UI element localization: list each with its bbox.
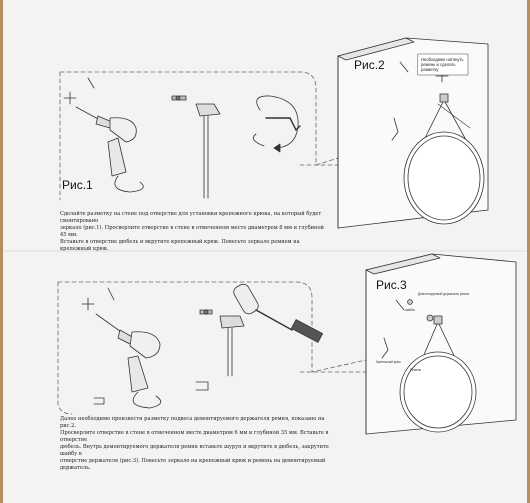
note-washer: шайба bbox=[405, 308, 415, 312]
instructions-bottom: Далее необходимо произвести разметку под… bbox=[60, 416, 330, 472]
hook-fig3 bbox=[381, 337, 389, 359]
holder-detail-fig3 bbox=[407, 299, 434, 322]
instruction-line: Просверлите отверстие в стене в отмеченн… bbox=[60, 430, 329, 443]
pencil-3 bbox=[107, 287, 115, 301]
bottom-dashed-frame bbox=[57, 281, 367, 415]
bracket-fig3a bbox=[93, 397, 105, 405]
crosshair-mark-1 bbox=[63, 91, 77, 105]
bracket-fig3b bbox=[195, 381, 209, 391]
note-strap: Ремень bbox=[410, 368, 422, 372]
drill-fig1 bbox=[75, 106, 144, 193]
callout-box-fig2 bbox=[417, 53, 469, 76]
hook-rotate-fig1 bbox=[252, 95, 301, 153]
instruction-line: зеркало (рис.1). Просверлите отверстие в… bbox=[60, 225, 324, 238]
top-dashed-frame bbox=[59, 71, 339, 201]
callout-text-fig2: Необходимо натянуть ремень и сделать раз… bbox=[421, 57, 464, 72]
crosshair-mark-3 bbox=[81, 297, 95, 311]
dowel-fig3 bbox=[199, 309, 213, 315]
callout-line: Необходимо натянуть bbox=[421, 57, 464, 62]
hook-fig2 bbox=[391, 117, 399, 141]
note-holder: Демонтируемый держатель ремня bbox=[418, 292, 470, 296]
drill-fig3 bbox=[95, 313, 162, 409]
mirror-fig2 bbox=[403, 93, 485, 225]
note-hook: Крепежный крюк bbox=[376, 360, 401, 364]
pencil-1 bbox=[87, 77, 95, 89]
screwdriver-fig3 bbox=[233, 283, 323, 343]
instruction-line: Далее необходимо произвести разметку под… bbox=[60, 416, 325, 429]
dowel-fig1 bbox=[171, 95, 187, 101]
cardboard-edge-left bbox=[0, 0, 3, 503]
instructions-top: Сделайте разметку на стене под отверстие… bbox=[60, 211, 330, 253]
callout-line: ремень и сделать bbox=[421, 62, 456, 67]
callout-line: разметку bbox=[421, 67, 439, 72]
figure-label-3: Рис.3 bbox=[376, 278, 407, 292]
hook-fig1 bbox=[195, 103, 221, 199]
pencil-2 bbox=[399, 61, 409, 73]
instruction-line: Сделайте разметку на стене под отверстие… bbox=[60, 211, 322, 224]
instruction-line: дюбель. Внутрь демонтируемого держателя … bbox=[60, 444, 329, 457]
mirror-fig3 bbox=[399, 315, 477, 433]
instruction-line: отверстие держателя (рис.3). Повесьте зе… bbox=[60, 458, 326, 471]
holder-fig3 bbox=[219, 315, 245, 377]
cardboard-edge-right bbox=[527, 0, 530, 503]
figure-label-2: Рис.2 bbox=[354, 58, 385, 72]
instruction-line: Вставьте в отверстие дюбель и вкрутите к… bbox=[60, 239, 300, 252]
figure-label-1: Рис.1 bbox=[62, 178, 93, 192]
pencil-4 bbox=[395, 299, 405, 311]
